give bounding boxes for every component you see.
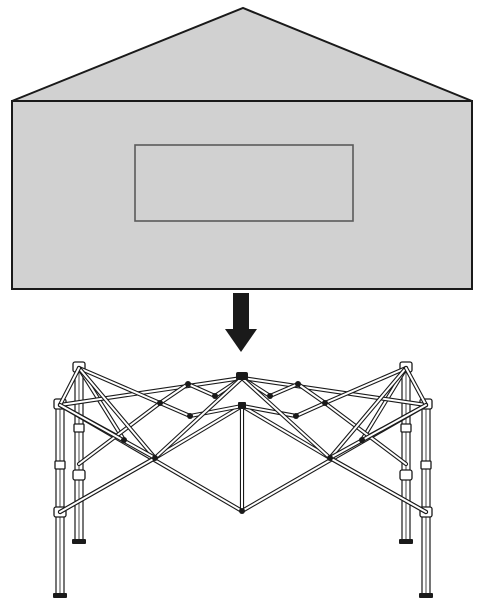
leg-back-right bbox=[399, 361, 413, 544]
canopy-valance bbox=[11, 100, 473, 290]
frame-strut bbox=[57, 455, 158, 515]
frame-joint bbox=[327, 455, 333, 461]
leg-front-left bbox=[53, 398, 67, 598]
frame-strut bbox=[403, 365, 429, 408]
canopy-logo-panel bbox=[134, 144, 354, 222]
frame-strut bbox=[239, 375, 333, 461]
frame-joints bbox=[121, 372, 365, 514]
frame-strut bbox=[57, 402, 158, 461]
frame-strut bbox=[152, 375, 245, 461]
frame-strut bbox=[239, 403, 299, 419]
canopy bbox=[11, 6, 473, 290]
frame-strut bbox=[359, 365, 409, 443]
frame-strut bbox=[239, 403, 333, 461]
frame-strut bbox=[327, 455, 429, 515]
frame-strut bbox=[327, 365, 409, 461]
frame-strut bbox=[57, 375, 245, 408]
frame-joint bbox=[121, 437, 127, 443]
frame-strut bbox=[76, 400, 163, 467]
frame-joint bbox=[322, 400, 328, 406]
leg-front-right bbox=[419, 398, 433, 598]
frame-joint bbox=[359, 437, 365, 443]
frame-legs bbox=[53, 361, 433, 598]
frame-strut bbox=[76, 365, 163, 406]
frame-strut bbox=[152, 403, 245, 461]
frame-strut bbox=[322, 400, 409, 467]
frame-strut bbox=[267, 381, 301, 399]
tent-frame bbox=[53, 361, 433, 598]
frame-strut bbox=[57, 365, 82, 408]
frame-truss bbox=[57, 365, 429, 515]
canopy-roof bbox=[11, 6, 473, 102]
center-hub bbox=[236, 372, 248, 409]
frame-strut bbox=[293, 400, 328, 419]
frame-strut bbox=[295, 381, 328, 406]
frame-joint bbox=[157, 400, 163, 406]
frame-strut bbox=[327, 402, 429, 461]
frame-strut bbox=[157, 400, 193, 419]
frame-strut bbox=[76, 365, 158, 461]
frame-strut bbox=[322, 365, 409, 406]
frame-joint bbox=[267, 393, 273, 399]
frame-joint bbox=[152, 455, 158, 461]
frame-joint bbox=[295, 381, 301, 387]
frame-joint bbox=[293, 413, 299, 419]
frame-joint bbox=[239, 508, 245, 514]
frame-joint bbox=[185, 381, 191, 387]
frame-strut bbox=[239, 375, 429, 408]
arrow-down-icon bbox=[225, 293, 257, 352]
frame-strut bbox=[187, 403, 245, 419]
frame-joint bbox=[187, 413, 193, 419]
frame-joint bbox=[212, 393, 218, 399]
leg-back-left bbox=[72, 361, 86, 544]
frame-strut bbox=[185, 381, 218, 399]
frame-strut bbox=[157, 381, 191, 406]
